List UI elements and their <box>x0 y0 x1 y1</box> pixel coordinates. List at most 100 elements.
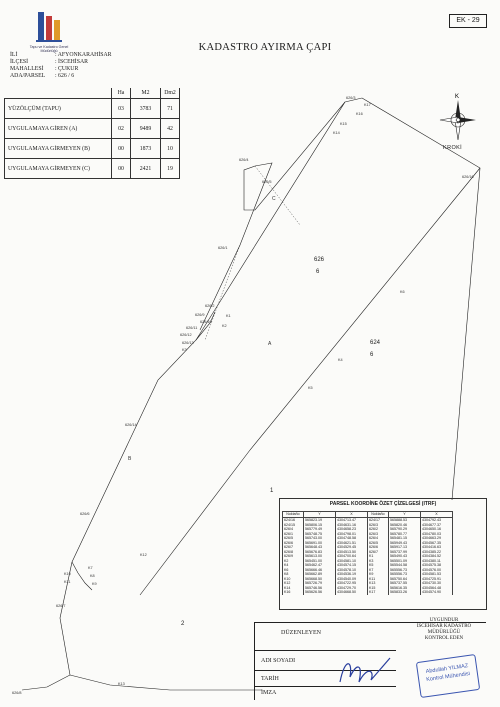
x-value: 4304663.29 <box>420 536 453 541</box>
parcel-sub: 6 <box>370 352 374 358</box>
point-label: 626/3 <box>346 96 356 100</box>
point-label: 626/7 <box>56 604 66 608</box>
point-label: 626/11 <box>186 326 198 330</box>
annex-number: EK - 29 <box>449 14 487 28</box>
point-label: K12 <box>140 553 147 557</box>
x-value: 4304650.16 <box>420 527 453 532</box>
area-m2: 2421 <box>130 158 161 179</box>
x-value: 4304668.50 <box>335 590 368 595</box>
x-value: 4304780.03 <box>420 531 453 536</box>
zone-label: B <box>128 456 132 462</box>
x-value: 4304384.52 <box>420 554 453 559</box>
north-letter: K <box>455 94 459 100</box>
location-row: İLÇESİ : İSCEHİSAR <box>10 59 88 66</box>
parcel-boundary <box>21 97 481 691</box>
x-value: 4304677.37 <box>420 522 453 527</box>
point-label: 626/14 <box>125 423 137 427</box>
point-label: 626/13 <box>182 341 194 345</box>
point-label: K8 <box>90 574 95 578</box>
location-key: İLÇESİ <box>10 59 29 65</box>
sketch-label: KROKİ <box>443 145 463 151</box>
point-label: 626/5 <box>262 180 272 184</box>
point-label: K7 <box>88 566 93 570</box>
x-value: 4304564.48 <box>420 585 453 590</box>
x-value: 4304567.35 <box>420 540 453 545</box>
control-by: KONTROL EDEN <box>424 636 464 641</box>
y-value: 565833.26 <box>388 590 421 595</box>
parcel-number: 626 <box>314 257 325 263</box>
location-row: İLİ: AFYONKARAHİSAR <box>10 52 112 59</box>
x-value: 4304574.90 <box>420 590 453 595</box>
date-label: TARİH <box>261 676 279 682</box>
point-label: 626/4 <box>239 158 249 162</box>
parcel-number: 2 <box>181 621 185 627</box>
point-label: K6 <box>400 290 405 294</box>
point-label: K11 <box>64 580 71 584</box>
point-label: 626/16 <box>462 175 474 179</box>
parcel-sub: 6 <box>316 269 320 275</box>
point-label: K5 <box>308 386 313 390</box>
page-title: KADASTRO AYIRMA ÇAPI <box>198 42 332 53</box>
coordinate-table-title: PARSEL KOORDİNE ÖZET ÇİZELGESİ (ITRF) <box>329 501 437 507</box>
point-label: 626/2 <box>205 304 215 308</box>
y-value: 565626.56 <box>303 590 336 595</box>
zone-label: C <box>272 196 276 202</box>
x-value: 4304581.53 <box>420 572 453 577</box>
location-key: ADA/PARSEL <box>10 73 46 79</box>
area-row: UYGULAMAYA GİREN (A) 02 9489 42 <box>4 118 180 139</box>
point-label: K16 <box>356 112 363 116</box>
point-label: K14 <box>333 131 340 135</box>
control-heading: UYGUNDUR <box>429 618 459 623</box>
tkgm-logo <box>34 10 64 44</box>
x-value: 4304380.11 <box>420 558 453 563</box>
name-label: ADI SOYADI <box>261 658 296 664</box>
point-label: 626/6 <box>80 512 90 516</box>
north-arrow-icon: K <box>438 92 478 152</box>
location-value: : AFYONKARAHİSAR <box>55 52 112 58</box>
location-row: MAHALLESİ: ÇUKUR <box>10 66 78 73</box>
x-value: 4304730.30 <box>420 581 453 586</box>
logo-caption: Tapu ve Kadastro Genel Müdürlüğü <box>29 45 69 53</box>
col-x: X <box>420 511 453 518</box>
point-label: K15 <box>340 122 347 126</box>
parcel-number: 1 <box>270 488 274 494</box>
x-value: 4304416.63 <box>420 545 453 550</box>
division-lines <box>204 165 301 341</box>
point-label: K17 <box>364 103 371 107</box>
location-value: : İSCEHİSAR <box>55 59 89 65</box>
coordinate-header-row: Noktaño Y X Noktaño Y X <box>282 511 453 518</box>
point-id: K16 <box>282 590 304 595</box>
parcel-number: 624 <box>370 340 381 346</box>
control-block: UYGUNDUR İSCEHİSAR KADASTRO MÜDÜRLÜĞÜ KO… <box>404 618 484 642</box>
point-label: 626/1 <box>218 246 228 250</box>
coordinate-summary-table: PARSEL KOORDİNE ÖZET ÇİZELGESİ (ITRF) No… <box>279 498 487 610</box>
prepared-by-block: DÜZENLEYEN ADI SOYADI TARİH İMZA <box>254 622 396 700</box>
point-label: K1 <box>226 314 231 318</box>
x-value: 4304792.43 <box>420 517 453 523</box>
location-key: MAHALLESİ <box>10 66 44 72</box>
point-label: K2 <box>222 324 227 328</box>
area-row: UYGULAMAYA GİRMEYEN (C) 00 2421 19 <box>4 158 180 179</box>
point-label: 626/9 <box>195 313 205 317</box>
location-value: : 626 / 6 <box>55 73 75 79</box>
area-row: UYGULAMAYA GİRMEYEN (B) 00 1873 10 <box>4 138 180 159</box>
area-dm2: 19 <box>160 158 180 179</box>
point-label: K3 <box>182 348 187 352</box>
x-value: 4304385.22 <box>420 549 453 554</box>
